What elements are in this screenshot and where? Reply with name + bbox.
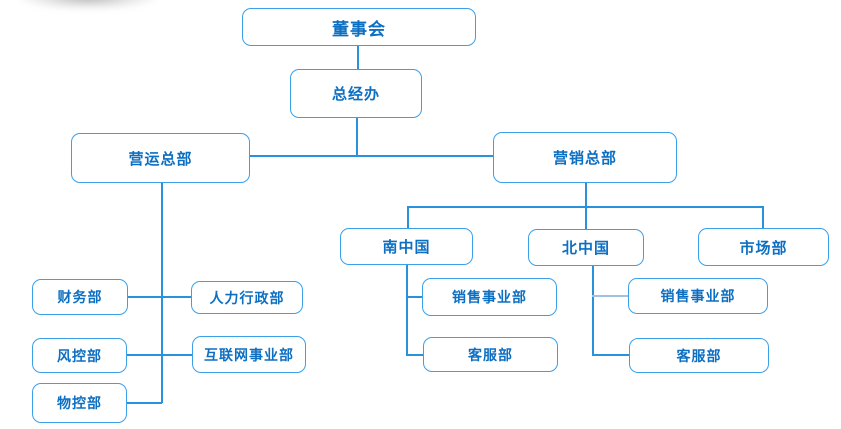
- connector-line: [127, 354, 192, 356]
- node-market-department[interactable]: 市场部: [698, 228, 829, 266]
- node-south-china[interactable]: 南中国: [340, 228, 473, 265]
- node-operations-headquarters[interactable]: 营运总部: [71, 133, 250, 183]
- node-material-control-department[interactable]: 物控部: [32, 383, 127, 423]
- node-risk-control-department[interactable]: 风控部: [32, 338, 127, 373]
- node-north-sales-division[interactable]: 销售事业部: [628, 278, 768, 314]
- connector-line: [592, 354, 629, 356]
- node-finance-department[interactable]: 财务部: [32, 279, 128, 315]
- connector-line: [127, 402, 162, 404]
- connector-line-light: [592, 295, 628, 297]
- connector-line: [762, 206, 764, 228]
- top-edge-shadow-artifact: [18, 0, 158, 10]
- node-south-sales-division[interactable]: 销售事业部: [422, 278, 557, 316]
- node-internet-division[interactable]: 互联网事业部: [192, 336, 306, 373]
- node-general-manager-office[interactable]: 总经办: [290, 69, 422, 118]
- node-north-china[interactable]: 北中国: [528, 229, 644, 266]
- connector-line: [161, 183, 163, 403]
- node-south-customer-service[interactable]: 客服部: [423, 337, 558, 372]
- node-marketing-headquarters[interactable]: 营销总部: [493, 132, 677, 183]
- connector-line: [357, 46, 359, 69]
- connector-line: [407, 206, 764, 208]
- connector-line: [406, 265, 408, 355]
- node-hr-admin-department[interactable]: 人力行政部: [191, 281, 303, 314]
- node-north-customer-service[interactable]: 客服部: [629, 338, 769, 373]
- connector-line: [356, 118, 358, 155]
- connector-line: [406, 354, 423, 356]
- connector-line: [250, 155, 493, 157]
- connector-line: [406, 296, 422, 298]
- node-board-of-directors[interactable]: 董事会: [242, 8, 476, 46]
- connector-line: [128, 296, 191, 298]
- connector-line: [407, 206, 409, 228]
- connector-line: [592, 266, 594, 355]
